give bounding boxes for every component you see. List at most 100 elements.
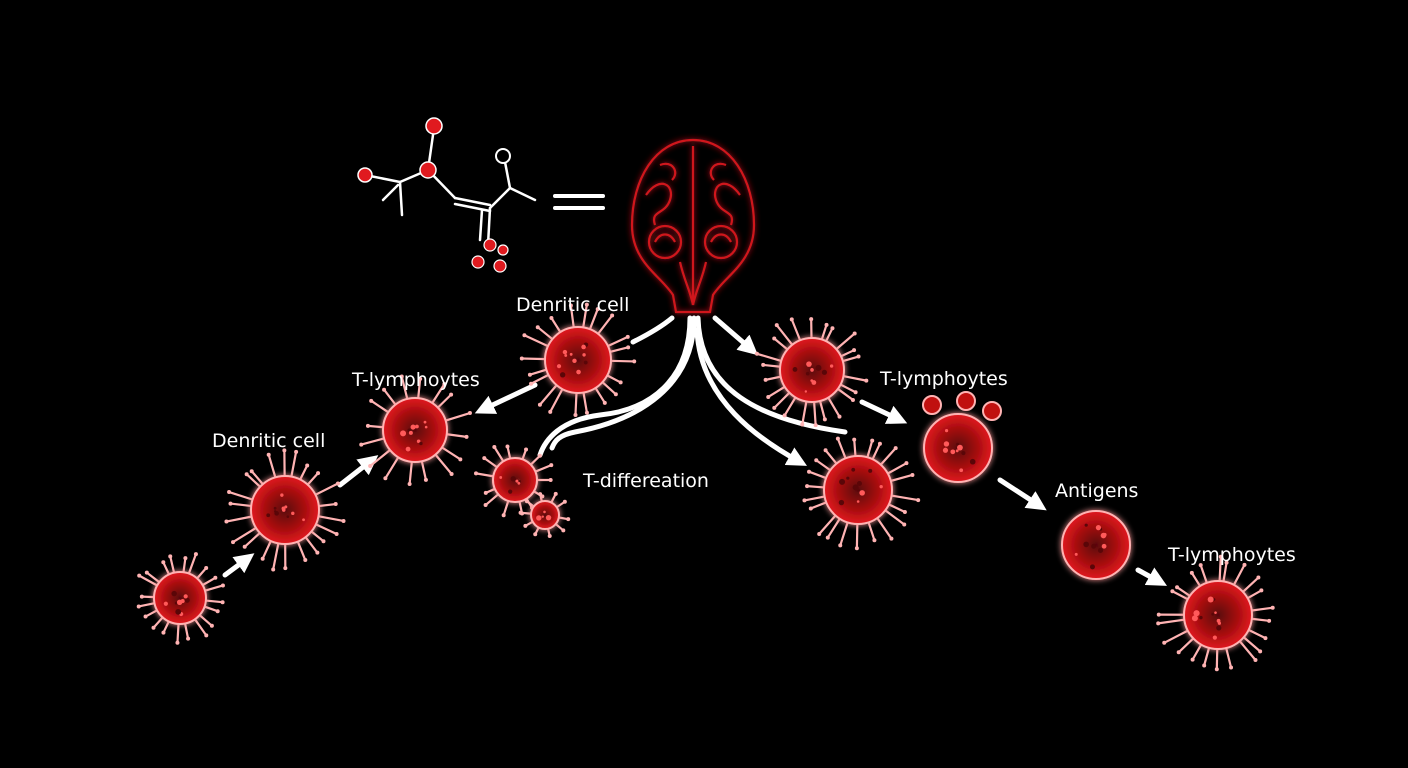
cell-1-spike-tip xyxy=(144,570,149,575)
cell-4-spike xyxy=(581,303,588,331)
cell-8-granule xyxy=(852,484,859,491)
cell-5-spike-tip xyxy=(537,453,542,458)
cell-2-spike-tip xyxy=(321,539,326,544)
cell-7-spike-tip xyxy=(766,394,771,399)
cell-2-spike-tip xyxy=(341,518,346,523)
cell-7-spike xyxy=(820,323,828,343)
cell-11-spike-tip xyxy=(1214,667,1219,672)
cell-5-spike xyxy=(506,445,512,461)
cell-8-spike xyxy=(885,462,908,476)
cell-2-spike-tip xyxy=(333,502,338,507)
cell-8-spike-tip xyxy=(852,437,857,442)
cell-11-spike-tip xyxy=(1242,562,1247,567)
cell-4-spike xyxy=(574,390,578,417)
cell-3-spike xyxy=(430,383,446,406)
cell-6-spike-tip xyxy=(561,528,566,533)
cell-11-granule xyxy=(1199,615,1203,620)
label-t-lymphocytes-right: T-lymphoytes xyxy=(879,368,1008,390)
cell-2-spike xyxy=(312,482,340,497)
cell-5-granule xyxy=(508,489,513,494)
cell-1-spike xyxy=(144,608,160,618)
cell-2-spike xyxy=(225,515,255,523)
cell-3-spike xyxy=(369,447,393,468)
cell-11-spike-tip xyxy=(1229,665,1234,670)
cell-7-spike-tip xyxy=(856,354,861,359)
cell-4-granule xyxy=(559,372,566,378)
cell-7-spike xyxy=(826,395,841,418)
cell-7-spike xyxy=(790,318,802,343)
cell-11-spike-tip xyxy=(1224,560,1229,565)
cell-4-spike xyxy=(593,385,606,404)
cell-8-spike xyxy=(882,508,906,526)
cell-7-spike xyxy=(840,355,860,363)
cell-11-spike-tip xyxy=(1170,589,1175,594)
cell-7-spike-tip xyxy=(774,323,779,328)
cell-7-spike xyxy=(824,327,834,344)
cell-3-spike-tip xyxy=(449,392,454,397)
cell-9-granule xyxy=(942,447,949,453)
cell-8-spike-tip xyxy=(910,472,915,477)
cell-7-spike-tip xyxy=(772,336,777,341)
cell-4-spike-tip xyxy=(584,410,589,415)
cell-4-granule xyxy=(556,364,562,369)
cell-11-spike-tip xyxy=(1258,649,1263,654)
cell-2-spike-tip xyxy=(228,501,233,506)
cell-11-spike-tip xyxy=(1190,657,1195,662)
cell-2-spike xyxy=(261,538,273,560)
cell-7-granule xyxy=(792,367,798,372)
cell-3-granule xyxy=(416,439,421,444)
cell-1-spike-tip xyxy=(209,623,214,628)
cell-7 xyxy=(754,317,869,428)
cell-2-granule xyxy=(273,506,277,510)
cell-11-spike-tip xyxy=(1259,588,1264,593)
cell-7-spike-tip xyxy=(852,348,857,353)
cell-7-spike-tip xyxy=(772,405,777,410)
cell-7-spike xyxy=(834,332,856,352)
cell-1-spike xyxy=(182,557,187,575)
cell-5-spike-tip xyxy=(473,471,478,476)
cell-4-spike-tip xyxy=(527,372,532,377)
cell-5-granule xyxy=(517,481,521,485)
antigen-bubble-1 xyxy=(922,395,942,415)
cell-8-spike xyxy=(807,470,829,480)
cell-11-spike xyxy=(1237,638,1257,662)
label-t-lymphocytes-left: T-lymphoytes xyxy=(351,369,480,391)
cell-11-spike xyxy=(1240,576,1260,595)
cell-7-spike-tip xyxy=(813,423,818,428)
cell-4-spike-tip xyxy=(522,333,527,338)
cell-8-spike-tip xyxy=(814,458,819,463)
cell-2-spike-tip xyxy=(242,544,247,549)
cell-8-spike-tip xyxy=(893,446,898,451)
label-dendritic-cell-left: Denritic cell xyxy=(212,430,325,452)
cell-11-spike xyxy=(1222,561,1228,585)
cell-5-spike xyxy=(533,464,553,474)
cell-8-granule xyxy=(868,468,873,473)
cell-8-granule xyxy=(839,478,846,485)
cell-4-spike xyxy=(600,379,617,396)
cell-1-spike xyxy=(152,615,165,629)
cell-5-granule xyxy=(510,476,516,482)
cell-11-spike-tip xyxy=(1202,663,1207,668)
cell-11-spike-tip xyxy=(1263,636,1268,641)
cell-4-spike-tip xyxy=(584,302,589,307)
cell-11-spike-tip xyxy=(1256,575,1261,580)
cell-2-spike-tip xyxy=(282,448,287,453)
cell-9 xyxy=(923,413,993,483)
cell-5-granule xyxy=(499,476,503,479)
cell-1-spike xyxy=(138,574,160,588)
cell-11-spike xyxy=(1163,628,1191,644)
cell-11-spike xyxy=(1248,606,1274,612)
cell-4-spike-tip xyxy=(549,316,554,321)
cell-4-granule xyxy=(562,349,568,355)
cell-1-spike-tip xyxy=(161,630,166,635)
cell-11-granule xyxy=(1191,615,1198,622)
cell-4-spike xyxy=(528,368,550,376)
cell-4-granule xyxy=(581,344,586,350)
cell-7-granule xyxy=(815,364,822,371)
cell-3-spike-tip xyxy=(369,398,374,403)
cell-8-spike xyxy=(866,519,876,542)
cell-8-spike xyxy=(870,442,882,462)
cell-3-spike xyxy=(420,458,428,481)
cell-3-spike-tip xyxy=(449,472,454,477)
cell-3-spike-tip xyxy=(418,376,423,381)
